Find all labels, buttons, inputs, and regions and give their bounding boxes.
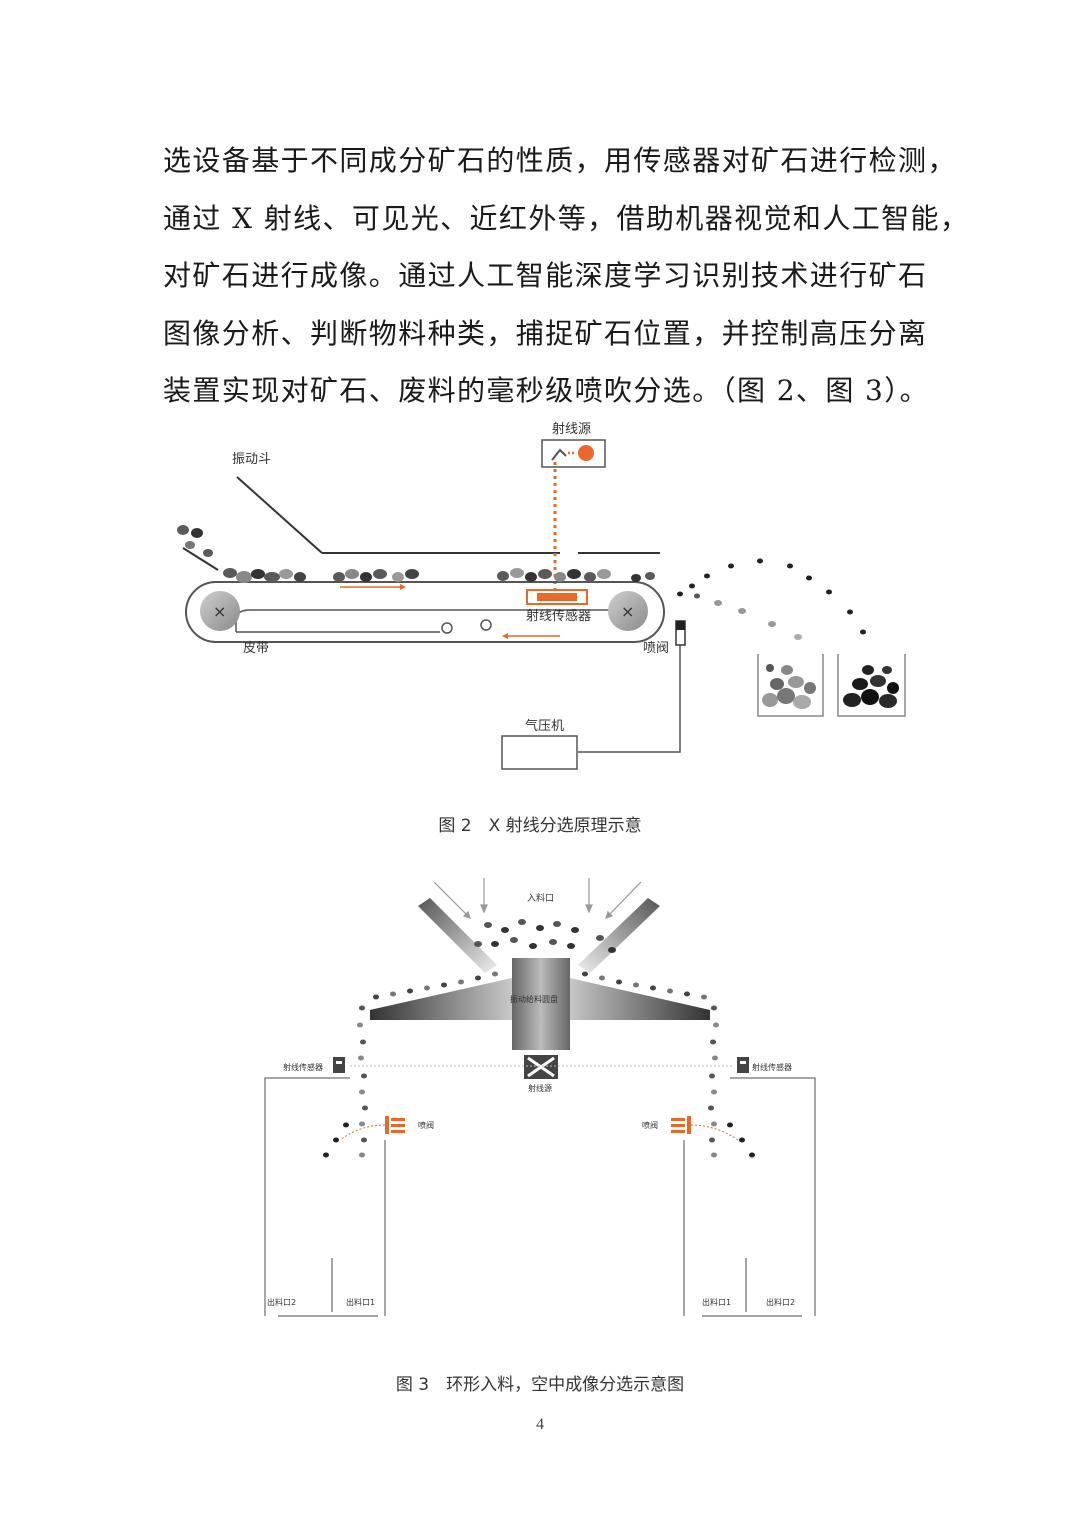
outlet-right-1-label: 出料口1	[702, 1297, 731, 1307]
paragraph-line-2: 通过 X 射线、可见光、近红外等，借助机器视觉和人工智能，	[163, 201, 970, 235]
compressor-label: 气压机	[525, 718, 564, 734]
valve-right	[671, 1116, 691, 1134]
vibrating-hopper-label: 振动斗	[232, 452, 271, 467]
figure-3-caption: 图 3 环形入料，空中成像分选示意图	[395, 1375, 685, 1395]
valve-right-jet	[690, 1124, 739, 1141]
falling-ore	[474, 919, 616, 953]
valve-left-jet	[339, 1124, 386, 1141]
ray-sensor-right-label: 射线传感器	[752, 1062, 792, 1072]
valve-left	[385, 1116, 405, 1134]
valve-label: 喷阀	[643, 641, 669, 656]
feeder-core	[512, 958, 570, 1050]
figure-2-diagram: 振动斗 射线源 × × 皮带 射线传感器	[177, 421, 906, 770]
chute-left	[418, 898, 497, 973]
belt-drum-left: ×	[200, 591, 240, 631]
inlet-arrows	[433, 878, 642, 919]
ray-source-icon	[524, 1055, 558, 1079]
ore-on-disc	[373, 971, 707, 1000]
valve-right-label: 喷阀	[642, 1120, 658, 1130]
air-compressor	[501, 735, 578, 770]
paragraph-line-3: 对矿石进行成像。通过人工智能深度学习识别技术进行矿石	[163, 259, 928, 292]
paragraph-line-5: 装置实现对矿石、废料的毫秒级喷吹分选。（图 2、图 3）。	[163, 374, 930, 407]
ray-sensor-label: 射线传感器	[526, 608, 591, 624]
paragraph-line-1: 选设备基于不同成分矿石的性质，用传感器对矿石进行检测，	[163, 144, 957, 177]
paragraph-line-4: 图像分析、判断物料种类，捕捉矿石位置，并控制高压分离	[163, 316, 928, 350]
belt-label: 皮带	[243, 641, 269, 656]
valve-left-label: 喷阀	[418, 1120, 434, 1130]
outlet-left	[264, 1077, 386, 1317]
ore-on-belt	[177, 525, 655, 583]
body-paragraph: 选设备基于不同成分矿石的性质，用传感器对矿石进行检测， 通过 X 射线、可见光、…	[163, 132, 970, 420]
figure-2-caption: 图 2 X 射线分选原理示意	[438, 816, 642, 836]
ore-trajectory	[677, 558, 866, 640]
ray-sensor-right	[737, 1057, 749, 1073]
outlet-left-2-label: 出料口2	[267, 1297, 296, 1307]
vibrating-hopper	[182, 476, 660, 571]
left-falling-stream	[323, 1005, 368, 1158]
chute-right	[578, 898, 660, 973]
ray-source-label-fig3: 射线源	[528, 1083, 552, 1093]
outlet-right	[683, 1077, 816, 1317]
outlet-right-2-label: 出料口2	[766, 1297, 795, 1307]
figure-3-diagram: 入料口 振动给料圆盘 射线源	[264, 878, 816, 1317]
belt-drum-right: ×	[608, 591, 648, 631]
ray-sensor-left-label: 射线传感器	[283, 1062, 323, 1072]
ray-source-label: 射线源	[552, 421, 591, 437]
conveyor-belt	[185, 581, 665, 643]
bin-ore	[757, 654, 824, 717]
svg-text:×: ×	[213, 602, 226, 621]
ray-sensor-left	[333, 1057, 345, 1073]
feeder-label: 振动给料圆盘	[510, 994, 558, 1004]
svg-text:×: ×	[621, 602, 634, 621]
page-number: 4	[536, 1416, 544, 1433]
outlet-left-1-label: 出料口1	[346, 1297, 375, 1307]
air-valve	[578, 620, 686, 753]
ray-source-box	[541, 439, 606, 468]
inlet-label: 入料口	[527, 892, 554, 904]
right-falling-stream	[708, 1005, 755, 1158]
bin-waste	[837, 654, 906, 717]
ray-sensor	[526, 589, 588, 605]
